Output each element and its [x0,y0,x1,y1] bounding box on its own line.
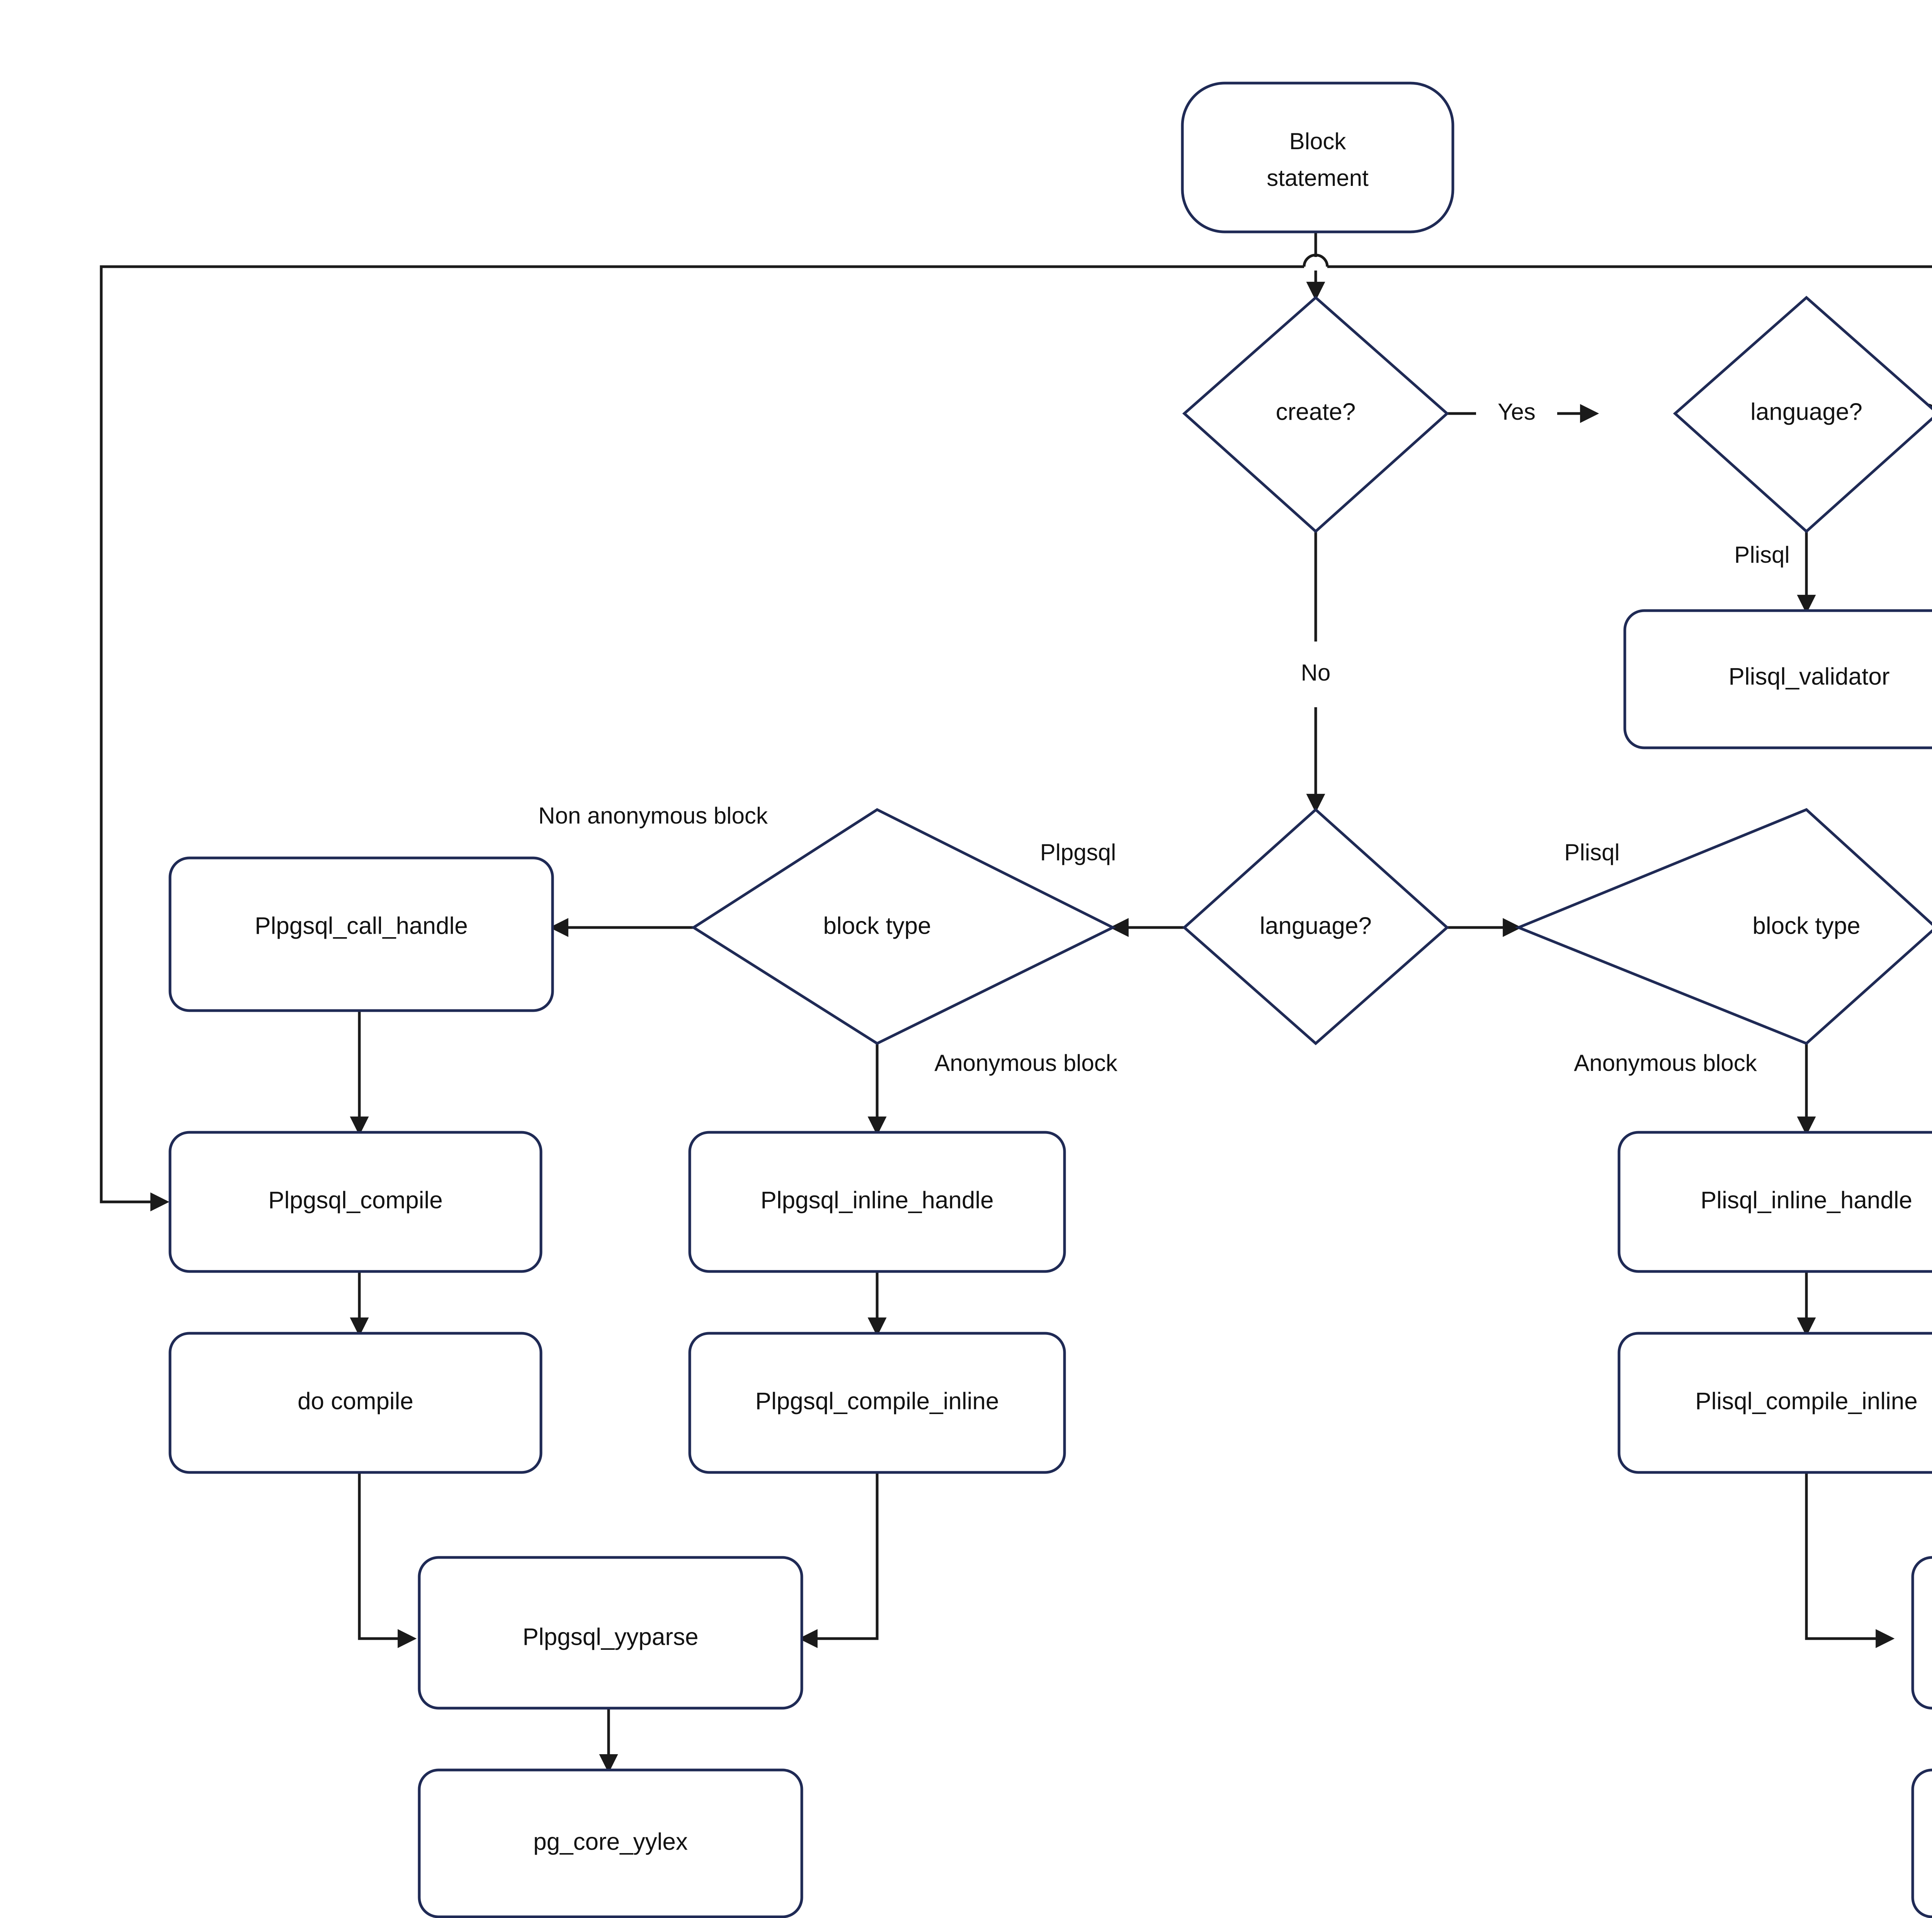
node-plpgsql-inline-handle-label: Plpgsql_inline_handle [760,1187,993,1213]
edge-start-to-create-hop [1303,254,1329,267]
node-plisql-inline-handle[interactable]: Plisql_inline_handle [1617,1131,1932,1273]
node-plpgsql-compile-inline[interactable]: Plpgsql_compile_inline [688,1332,1066,1474]
node-language-question-top[interactable]: language? [1673,296,1932,533]
node-plpgsql-compile[interactable]: Plpgsql_compile [168,1131,543,1273]
node-pg-core-yylex[interactable]: pg_core_yylex [418,1768,803,1918]
node-create-question[interactable]: create? [1182,296,1449,533]
node-plisql-inline-handle-label: Plisql_inline_handle [1701,1187,1912,1213]
node-plisql-validator-label: Plisql_validator [1729,663,1890,690]
node-start-label-line2: statement [1267,165,1369,191]
node-block-type-left[interactable]: block type [691,808,1116,1045]
edge-label-plpgsql-mid: Plpgsql [1040,839,1116,865]
node-language-question-mid[interactable]: language? [1182,808,1449,1045]
node-ora-core-yylex[interactable]: ora_core_yylex [1911,1768,1932,1918]
node-plisql-compile-inline[interactable]: Plisql_compile_inline [1617,1332,1932,1474]
edge-label-plisql-mid: Plisql [1564,839,1619,865]
edge-labels-layer: Yes No Plpgsql Plisql Plpgsql Plisql Non… [538,399,1932,1076]
edge-docompile-left-to-yyparse [358,1472,417,1648]
edge-plisql-compileinline-to-yyparse [1805,1472,1895,1648]
node-language-question-mid-label: language? [1260,912,1372,939]
edge-plpgsql-compileinline-to-yyparse [798,1472,879,1648]
node-plisql-validator[interactable]: Plisql_validator [1623,609,1932,749]
node-plisql-yyparse[interactable]: Plisql_yyparse [1911,1556,1932,1710]
edge-label-anon-right: Anonymous block [1574,1050,1757,1076]
node-pg-core-yylex-label: pg_core_yylex [533,1828,688,1855]
node-plpgsql-yyparse[interactable]: Plpgsql_yyparse [418,1556,803,1710]
node-plpgsql-call-handle-label: Plpgsql_call_handle [255,912,468,939]
edge-label-plisql-top: Plisql [1734,542,1789,568]
edge-label-no: No [1301,660,1331,686]
node-start[interactable]: Block statement [1181,82,1454,233]
node-plpgsql-compile-label: Plpgsql_compile [268,1187,442,1213]
node-block-type-left-label: block type [823,912,931,939]
node-block-type-right-label: block type [1752,912,1860,939]
edge-plpgsql-validator-loopback [100,265,1932,1202]
node-do-compile-left-label: do compile [298,1388,413,1414]
node-plpgsql-call-handle[interactable]: Plpgsql_call_handle [168,856,554,1012]
edges-layer [100,232,1932,1773]
node-language-question-top-label: language? [1750,398,1862,425]
node-plpgsql-inline-handle[interactable]: Plpgsql_inline_handle [688,1131,1066,1273]
node-block-type-right[interactable]: block type [1515,808,1932,1045]
edge-label-nonanon-left: Non anonymous block [538,803,768,829]
node-start-label-line1: Block [1289,128,1347,154]
node-plpgsql-compile-inline-label: Plpgsql_compile_inline [755,1388,999,1414]
node-do-compile-left[interactable]: do compile [168,1332,543,1474]
node-create-question-label: create? [1276,398,1356,425]
node-plpgsql-yyparse-label: Plpgsql_yyparse [523,1624,699,1650]
edge-label-anon-left: Anonymous block [934,1050,1118,1076]
node-plisql-compile-inline-label: Plisql_compile_inline [1695,1388,1918,1414]
edge-label-yes: Yes [1498,399,1536,425]
